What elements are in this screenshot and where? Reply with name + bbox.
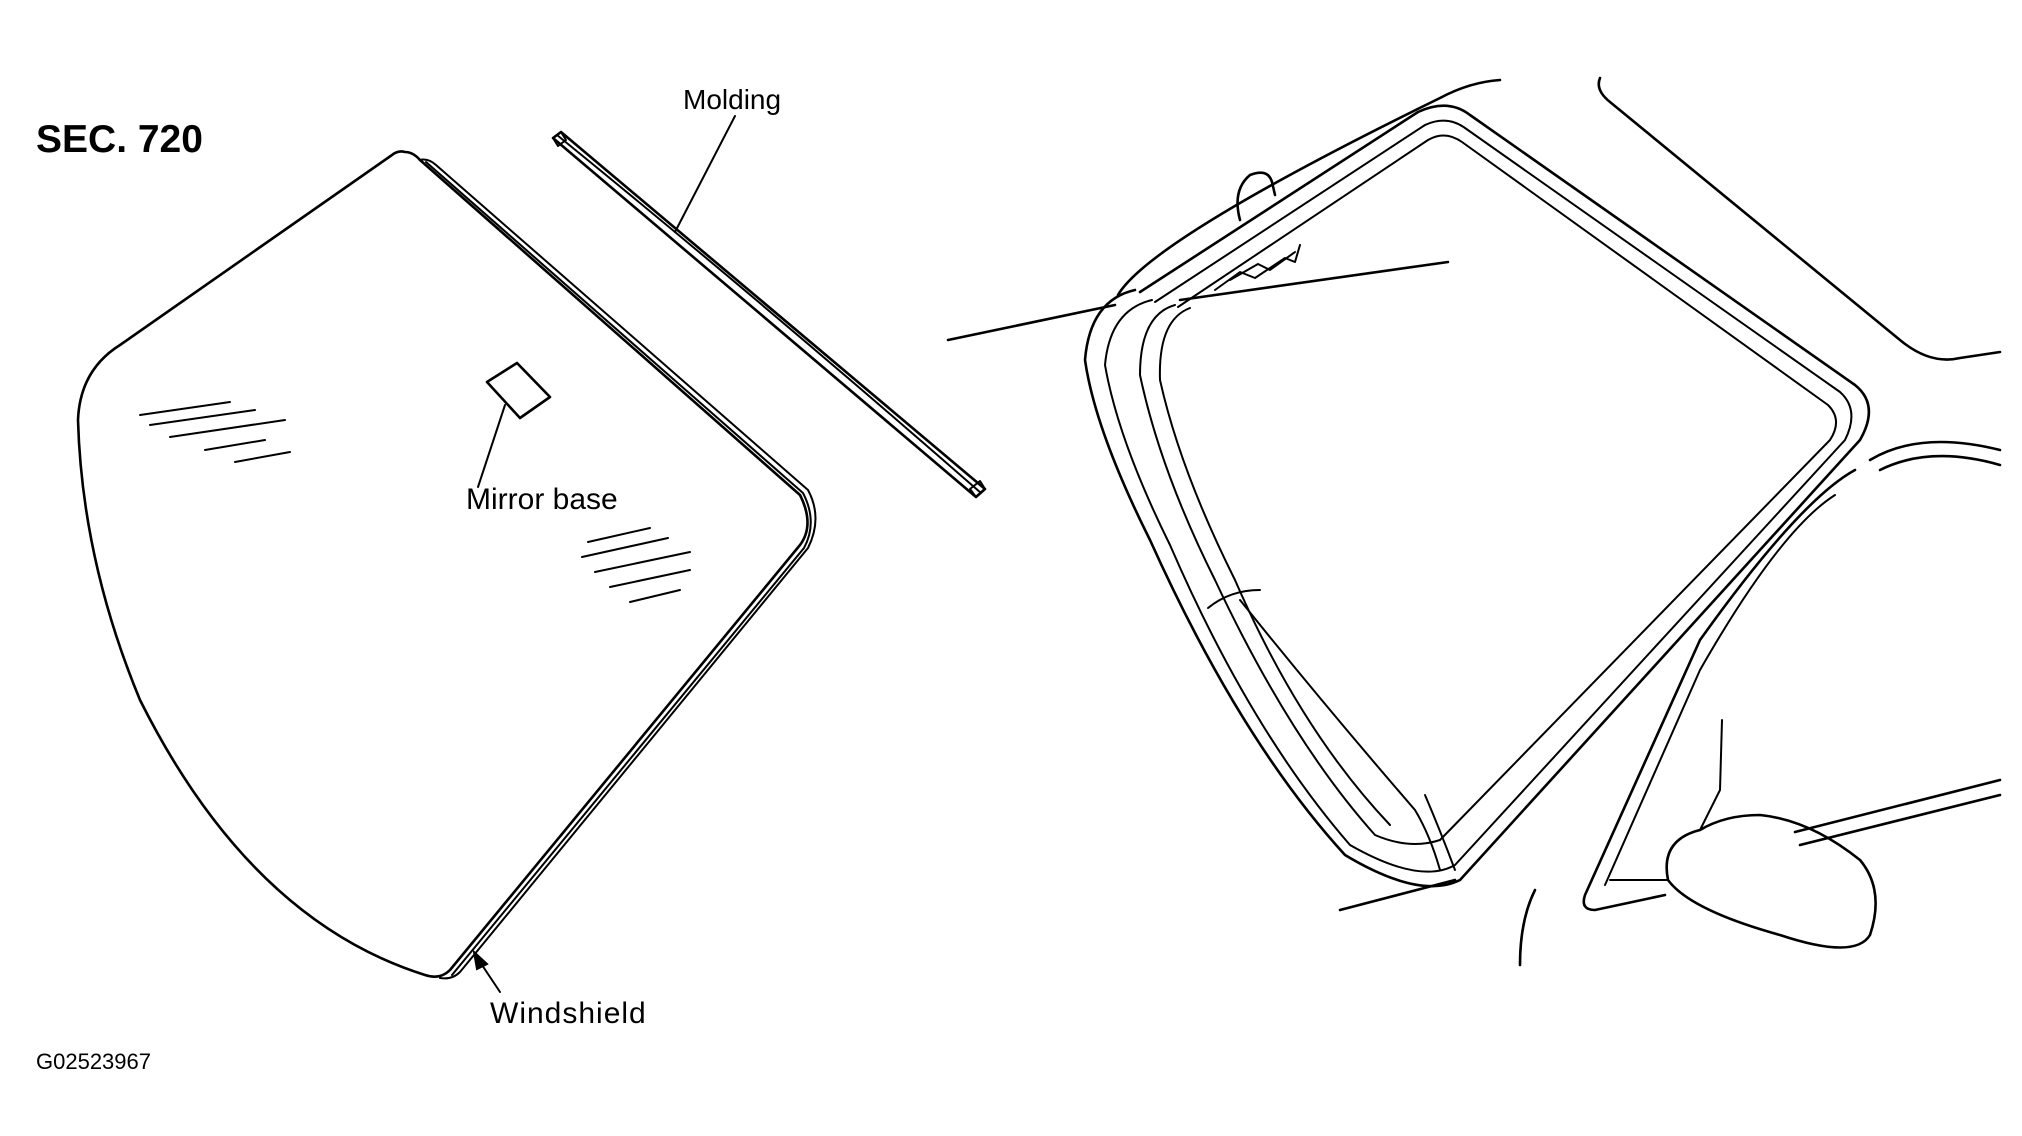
- windshield-label: Windshield: [490, 997, 647, 1030]
- glass-reflection-lines: [139, 401, 691, 603]
- car-body: [946, 76, 2002, 967]
- windshield-glass: [76, 150, 817, 980]
- molding-label: Molding: [683, 84, 782, 115]
- figure-id: G02523967: [36, 1049, 151, 1074]
- mirror-base-label: Mirror base: [466, 483, 618, 516]
- windshield-leader: [472, 949, 501, 993]
- mirror-base-part: [477, 361, 552, 488]
- molding-strip: [551, 115, 987, 499]
- section-label: SEC. 720: [36, 118, 203, 161]
